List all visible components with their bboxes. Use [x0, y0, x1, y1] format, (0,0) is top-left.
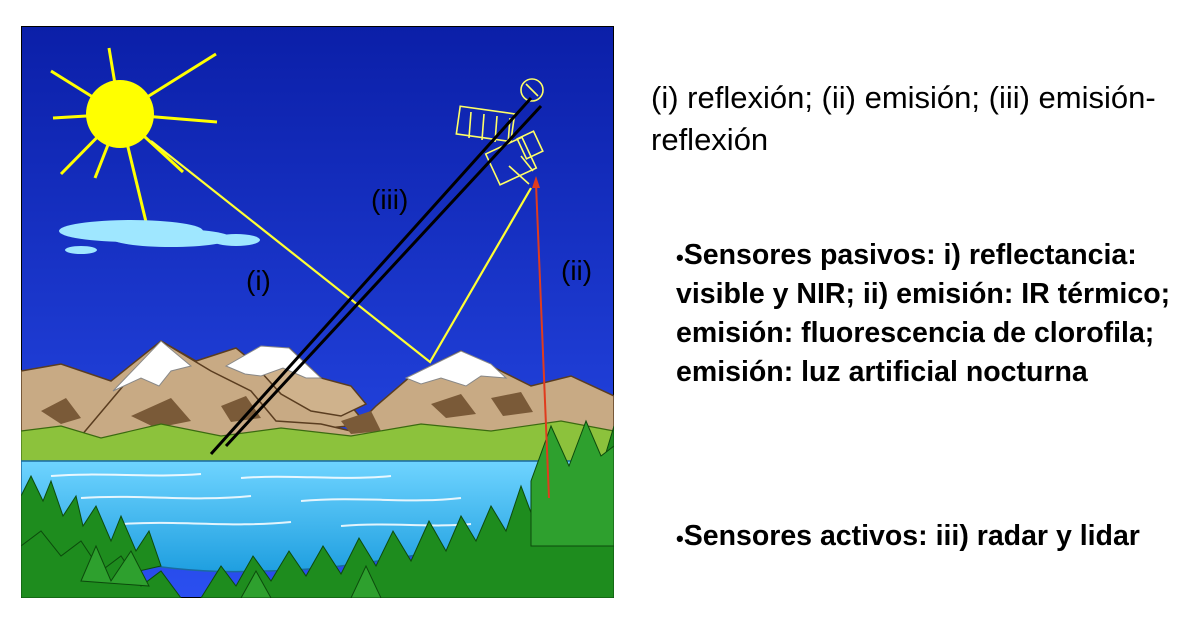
cloud [59, 220, 260, 254]
bullet-dot: • [676, 526, 684, 551]
ray-active [209, 96, 543, 456]
sun-icon [50, 47, 218, 227]
ray-emission [532, 176, 550, 499]
forest [21, 419, 614, 598]
bullet-dot: • [676, 245, 684, 270]
bullet-passive: •Sensores pasivos: i) reflectancia: visi… [676, 236, 1176, 392]
bullet-active-text: Sensores activos: iii) radar y lidar [683, 520, 1140, 552]
label-i: (i) [246, 265, 271, 296]
label-ii: (ii) [561, 255, 593, 286]
ray-reflection [150, 140, 532, 364]
caption: (i) reflexión; (ii) emisión; (iii) emisi… [651, 80, 1156, 157]
bullet-passive-text: Sensores pasivos: i) reflectancia: visib… [676, 239, 1171, 388]
remote-sensing-scene [21, 26, 614, 598]
label-iii: (iii) [371, 184, 409, 215]
bullet-active: •Sensores activos: iii) radar y lidar [676, 517, 1176, 556]
